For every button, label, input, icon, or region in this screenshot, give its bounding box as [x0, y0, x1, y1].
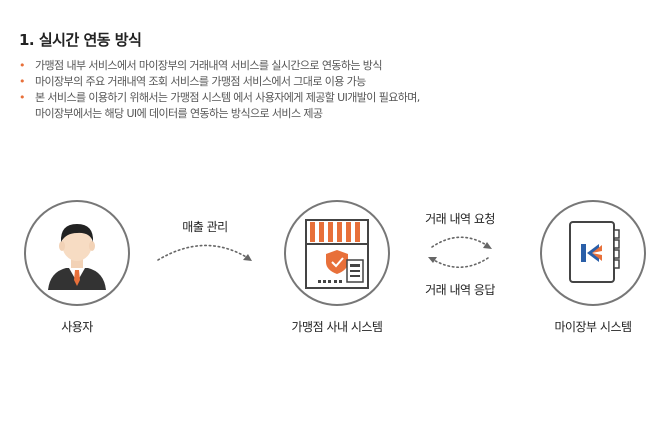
- response-arrowhead: [428, 257, 437, 263]
- description-list: • 가맹점 내부 서비스에서 마이장부의 거래내역 서비스를 실시간으로 연동하…: [19, 58, 420, 122]
- store-icon: [305, 219, 369, 289]
- bullet-text: 본 서비스를 이용하기 위해서는 가맹점 시스템 에서 사용자에게 제공할 UI…: [35, 91, 420, 104]
- bullet-dot: •: [19, 75, 25, 88]
- bullet-dot: •: [19, 59, 25, 72]
- user-icon: [48, 224, 106, 290]
- ledger-book-icon: [569, 221, 620, 283]
- bullet-dot: •: [19, 91, 25, 104]
- transaction-response-label: 거래 내역 응답: [425, 283, 495, 297]
- bullet-item: • 마이장부의 주요 거래내역 조회 서비스를 가맹점 서비스에서 그대로 이용…: [19, 74, 420, 90]
- myjangbu-logo: [581, 244, 602, 262]
- sales-arrowhead: [243, 254, 252, 261]
- myjangbu-node: [540, 200, 646, 306]
- request-arrowhead: [483, 242, 492, 249]
- transaction-request-label: 거래 내역 요청: [425, 212, 495, 226]
- sales-arrow: [157, 244, 249, 261]
- awning: [305, 219, 369, 245]
- bullet-text: 마이장부의 주요 거래내역 조회 서비스를 가맹점 서비스에서 그대로 이용 가…: [35, 75, 366, 88]
- sales-management-label: 매출 관리: [182, 220, 228, 234]
- bullet-item: • 가맹점 내부 서비스에서 마이장부의 거래내역 서비스를 실시간으로 연동하…: [19, 58, 420, 74]
- response-arrow: [431, 257, 489, 269]
- section-title: 1. 실시간 연동 방식: [19, 31, 142, 49]
- user-node: [24, 200, 130, 306]
- merchant-label: 가맹점 사내 시스템: [291, 320, 383, 334]
- bullet-text: 가맹점 내부 서비스에서 마이장부의 거래내역 서비스를 실시간으로 연동하는 …: [35, 59, 382, 72]
- merchant-node: [284, 200, 390, 306]
- bullet-item: • 본 서비스를 이용하기 위해서는 가맹점 시스템 에서 사용자에게 제공할 …: [19, 90, 420, 122]
- bullet-text-continuation: 마이장부에서는 해당 UI에 데이터를 연동하는 방식으로 서비스 제공: [35, 107, 323, 120]
- request-arrow: [431, 236, 489, 248]
- myjangbu-label: 마이장부 시스템: [554, 320, 632, 334]
- user-label: 사용자: [61, 320, 93, 334]
